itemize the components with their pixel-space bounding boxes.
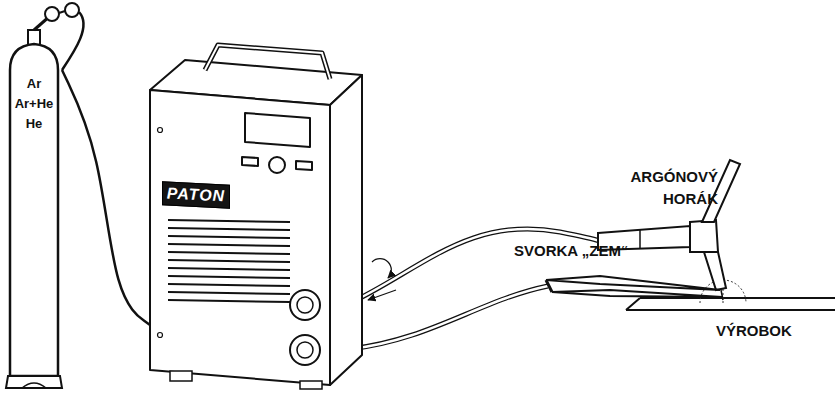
clamp-label: SVORKA „ZEM“ [514, 240, 724, 262]
gas-cylinder [10, 44, 58, 376]
welding-machine-node: PATON [150, 35, 365, 390]
vent-slot [168, 236, 290, 238]
output-socket-ring [297, 297, 313, 313]
machine-foot [170, 371, 192, 381]
vent-slot [168, 228, 290, 230]
screw [158, 128, 163, 133]
gas-type: He [26, 114, 43, 134]
vent-slot [168, 220, 290, 222]
regulator-body [59, 11, 65, 13]
brand-logo: PATON [162, 181, 230, 209]
gas-hose [62, 12, 84, 70]
torch-label: ARGÓNOVÝ HORÁK [600, 166, 718, 210]
machine-side [330, 75, 362, 385]
control-knob [269, 157, 285, 173]
vent-slot [168, 292, 290, 294]
angle-arc [700, 280, 746, 303]
torch-nozzle [704, 252, 726, 290]
vent-slot [168, 244, 290, 246]
machine-front [150, 90, 330, 385]
workpiece-plate [626, 298, 835, 310]
torch-cable-core [350, 229, 600, 303]
cylinder-foot-cut [22, 383, 46, 388]
carry-handle-inner [205, 45, 330, 79]
vent-slot [168, 276, 290, 278]
workpiece-label: VÝROBOK [716, 320, 835, 342]
output-socket-ring [297, 342, 313, 358]
vent-slot [168, 252, 290, 254]
torch-cable [350, 229, 600, 303]
node-outline [150, 35, 365, 390]
screw [158, 333, 163, 338]
clamp-jaw [546, 276, 720, 290]
gas-list: ArAr+HeHe [6, 74, 62, 134]
vent-slot [168, 300, 290, 302]
ground-cable-core [350, 286, 548, 349]
vent-slot [168, 260, 290, 262]
gas-cylinder-node: ArAr+HeHe [6, 40, 62, 388]
output-socket [290, 290, 320, 320]
node-outline [6, 40, 62, 388]
gas-type: Ar [27, 74, 41, 94]
pressure-gauge [45, 7, 59, 21]
clamp-jaw [552, 290, 722, 297]
carry-handle [205, 45, 330, 79]
gas-hose [62, 70, 150, 325]
display-screen [245, 113, 310, 147]
output-socket [290, 335, 320, 365]
clamp-hinge [546, 280, 552, 292]
torch-grip-line [639, 230, 641, 249]
gas-type: Ar+He [15, 94, 54, 114]
panel-button [296, 161, 312, 170]
angle-line [723, 280, 724, 303]
ground-cable [350, 286, 548, 349]
insert-arrow [368, 290, 396, 300]
rotate-arrow [372, 259, 391, 278]
panel-button [242, 157, 258, 166]
torch-head [690, 220, 718, 252]
machine-foot [300, 381, 322, 389]
tungsten-electrode [721, 290, 723, 300]
cylinder-foot [6, 376, 62, 388]
pressure-gauge [65, 3, 79, 17]
vent-slot [168, 284, 290, 286]
vent-slot [168, 268, 290, 270]
